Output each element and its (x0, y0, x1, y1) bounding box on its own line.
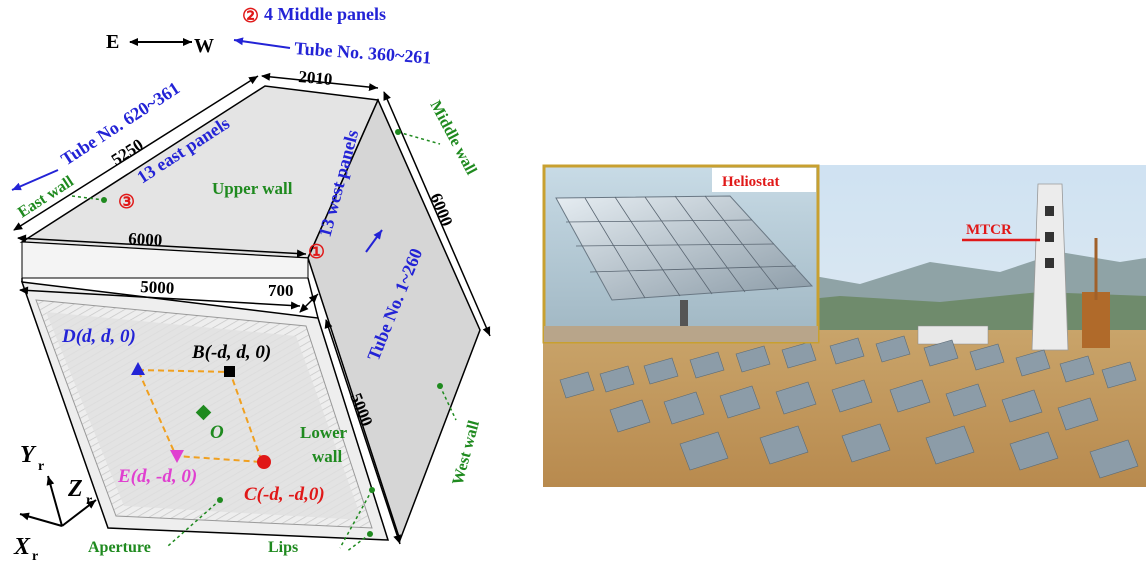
lower-wall-label-2: wall (312, 447, 343, 466)
middle-panels-number: ② (242, 6, 259, 27)
orientation-west: W (194, 35, 214, 57)
coordinate-axes: Y r Z r X r (13, 442, 97, 562)
west-panels-number: ① (308, 242, 325, 263)
west-wall-label: West wall (449, 418, 483, 487)
dim-line-2010 (261, 72, 379, 92)
dim-6000-top: 6000 (128, 229, 163, 250)
svg-text:r: r (86, 493, 92, 508)
dim-5250: 5250 (108, 135, 147, 169)
lips-label: Lips (268, 539, 298, 556)
middle-wall-label: Middle wall (426, 98, 479, 178)
point-E-marker (170, 450, 184, 463)
dim-line-5000-top (19, 286, 301, 310)
tower-label: MTCR (966, 222, 1012, 238)
east-panels-number: ③ (118, 192, 135, 213)
point-O-marker (195, 404, 212, 421)
heliostat-label: Heliostat (722, 174, 780, 190)
lower-wall-label-1: Lower (300, 423, 348, 442)
axis-x-label: X (13, 534, 31, 560)
heliostat-field (559, 335, 1139, 479)
west-tubes-arrow (365, 229, 383, 253)
dim-5000-top: 5000 (140, 277, 175, 298)
svg-text:r: r (32, 549, 38, 562)
dim-line-5250 (13, 75, 259, 231)
axis-y-label: Y (20, 442, 37, 468)
dim-line-700 (299, 293, 319, 313)
heliostat-inset: Heliostat (542, 164, 820, 344)
middle-panels-label: 4 Middle panels (264, 4, 386, 24)
receiver-diagram: E W ② 4 Middle panels Tube No. 360~261 2… (11, 4, 491, 562)
upper-wall-label: Upper wall (212, 179, 293, 198)
dim-line-6000-top (17, 234, 307, 258)
orientation-east: E (106, 31, 119, 53)
point-C-marker (257, 455, 271, 469)
middle-tubes-arrow (233, 37, 291, 49)
point-B-marker (224, 366, 235, 377)
middle-tubes-label: Tube No. 360~261 (294, 38, 432, 68)
axis-z-label: Z (67, 476, 83, 502)
measurement-square (136, 368, 264, 464)
dim-line-5000-right (324, 319, 401, 545)
plant-photo: MTCR Heliostat (542, 164, 1146, 487)
dim-2010: 2010 (298, 67, 334, 89)
point-D-marker (131, 362, 145, 375)
aperture-label: Aperture (88, 539, 151, 556)
point-C-label: C(-d, -d,0) (244, 484, 325, 505)
svg-text:r: r (38, 459, 44, 474)
dim-line-6000-right (383, 91, 491, 337)
point-O-label: O (210, 422, 224, 443)
point-E-label: E(d, -d, 0) (117, 466, 197, 487)
point-D-label: D(d, d, 0) (61, 326, 136, 347)
dim-700: 700 (268, 281, 294, 300)
east-tubes-arrow (11, 169, 59, 191)
point-B-label: B(-d, d, 0) (191, 342, 271, 363)
